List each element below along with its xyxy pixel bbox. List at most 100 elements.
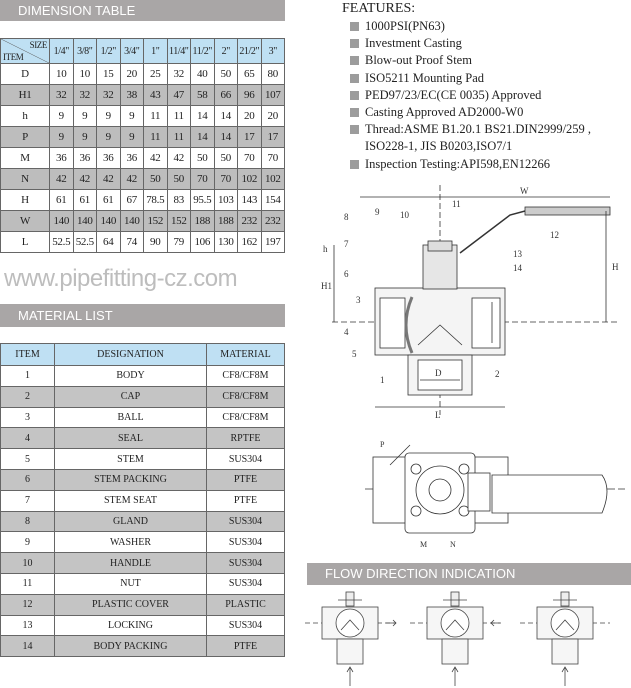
size-header: 11/2" <box>190 38 215 64</box>
cell-value: 20 <box>237 105 262 127</box>
cell-value: 17 <box>237 126 262 148</box>
dim-d: D <box>435 368 442 378</box>
cell-item: 14 <box>0 635 55 658</box>
cell-value: 9 <box>119 126 144 148</box>
cell-designation: PLASTIC COVER <box>54 593 207 616</box>
cell-item: 1 <box>0 365 55 387</box>
cell-item: 10 <box>0 552 55 574</box>
cell-value: 65 <box>237 63 262 85</box>
bullet-square-icon <box>350 39 359 49</box>
cell-material: CF8/CF8M <box>206 406 285 429</box>
cell-value: 70 <box>260 147 285 169</box>
callout-14: 14 <box>513 263 523 273</box>
cell-value: 83 <box>166 189 191 211</box>
cell-designation: CAP <box>54 385 207 408</box>
cell-value: 50 <box>213 147 238 169</box>
cell-value: 11 <box>166 105 191 127</box>
row-item: N <box>0 168 50 190</box>
row-item: D <box>0 63 50 85</box>
cell-value: 107 <box>260 84 285 106</box>
cell-item: 5 <box>0 448 55 470</box>
row-item: M <box>0 147 50 169</box>
feature-text: Inspection Testing:API598,EN12266 <box>365 156 550 171</box>
size-header: 3/4" <box>119 38 144 64</box>
dim-small-h: h <box>323 244 328 254</box>
cell-value: 40 <box>190 63 215 85</box>
cell-value: 9 <box>96 126 121 148</box>
cell-value: 14 <box>213 126 238 148</box>
cell-value: 140 <box>49 210 74 232</box>
bullet-square-icon <box>350 22 359 31</box>
flow-direction-diagrams <box>305 591 610 686</box>
callout-10: 10 <box>400 210 410 220</box>
cell-material: PTFE <box>206 635 285 658</box>
flow-diagram <box>520 591 610 686</box>
cell-value: 9 <box>96 105 121 127</box>
size-header: 2" <box>213 38 238 64</box>
feature-text: Blow-out Proof Stem <box>365 53 472 68</box>
feature-item: PED97/23/EC(CE 0035) Approved <box>350 87 625 104</box>
dimension-table-title: DIMENSION TABLE <box>0 0 285 21</box>
cell-designation: NUT <box>54 572 207 595</box>
col-header-designation: DESIGNATION <box>54 343 207 366</box>
cell-value: 50 <box>213 63 238 85</box>
cell-value: 42 <box>143 147 168 169</box>
cell-value: 154 <box>260 189 285 211</box>
cell-value: 20 <box>260 105 285 127</box>
valve-section-drawing: 8 9 10 11 7 6 4 5 3 1 2 12 13 14 W H H1 … <box>321 185 620 420</box>
dim-l: L <box>435 410 441 420</box>
cell-designation: BALL <box>54 406 207 429</box>
callout-4: 4 <box>344 327 349 337</box>
cell-value: 11 <box>143 126 168 148</box>
cell-value: 78.5 <box>143 189 168 211</box>
size-header: 1/4" <box>49 38 74 64</box>
cell-item: 3 <box>0 406 55 429</box>
size-header: 1/2" <box>96 38 121 64</box>
dim-w: W <box>520 186 529 196</box>
cell-value: 11 <box>143 105 168 127</box>
dim-p: P <box>380 440 385 449</box>
cell-value: 32 <box>96 84 121 106</box>
size-header: 1" <box>143 38 168 64</box>
features-list: FEATURES: 1000PSI(PN63)Investment Castin… <box>342 0 625 173</box>
cell-designation: HANDLE <box>54 552 207 574</box>
feature-item: Blow-out Proof Stem <box>350 52 625 69</box>
callout-6: 6 <box>344 269 349 279</box>
feature-text: Casting Approved AD2000-W0 <box>365 105 524 120</box>
cell-value: 9 <box>49 126 74 148</box>
cell-value: 11 <box>166 126 191 148</box>
cell-value: 42 <box>96 168 121 190</box>
cell-designation: BODY PACKING <box>54 635 207 658</box>
cell-item: 6 <box>0 468 55 491</box>
cell-item: 11 <box>0 572 55 595</box>
cell-value: 74 <box>119 231 144 253</box>
cell-item: 8 <box>0 510 55 533</box>
cell-value: 52.5 <box>72 231 97 253</box>
cell-material: SUS304 <box>206 552 285 574</box>
cell-material: RPTFE <box>206 427 285 450</box>
cell-value: 38 <box>119 84 144 106</box>
cell-value: 9 <box>49 105 74 127</box>
cell-value: 70 <box>190 168 215 190</box>
cell-value: 162 <box>237 231 262 253</box>
cell-value: 10 <box>49 63 74 85</box>
flow-direction-title: FLOW DIRECTION INDICATION <box>307 563 631 585</box>
watermark: www.pipefitting-cz.com <box>4 265 238 292</box>
cell-value: 9 <box>72 105 97 127</box>
cell-value: 32 <box>166 63 191 85</box>
cell-value: 188 <box>190 210 215 232</box>
cell-value: 232 <box>237 210 262 232</box>
size-header: 3" <box>260 38 285 64</box>
callout-13: 13 <box>513 249 523 259</box>
size-label: SIZE <box>29 40 48 50</box>
cell-designation: STEM PACKING <box>54 468 207 491</box>
